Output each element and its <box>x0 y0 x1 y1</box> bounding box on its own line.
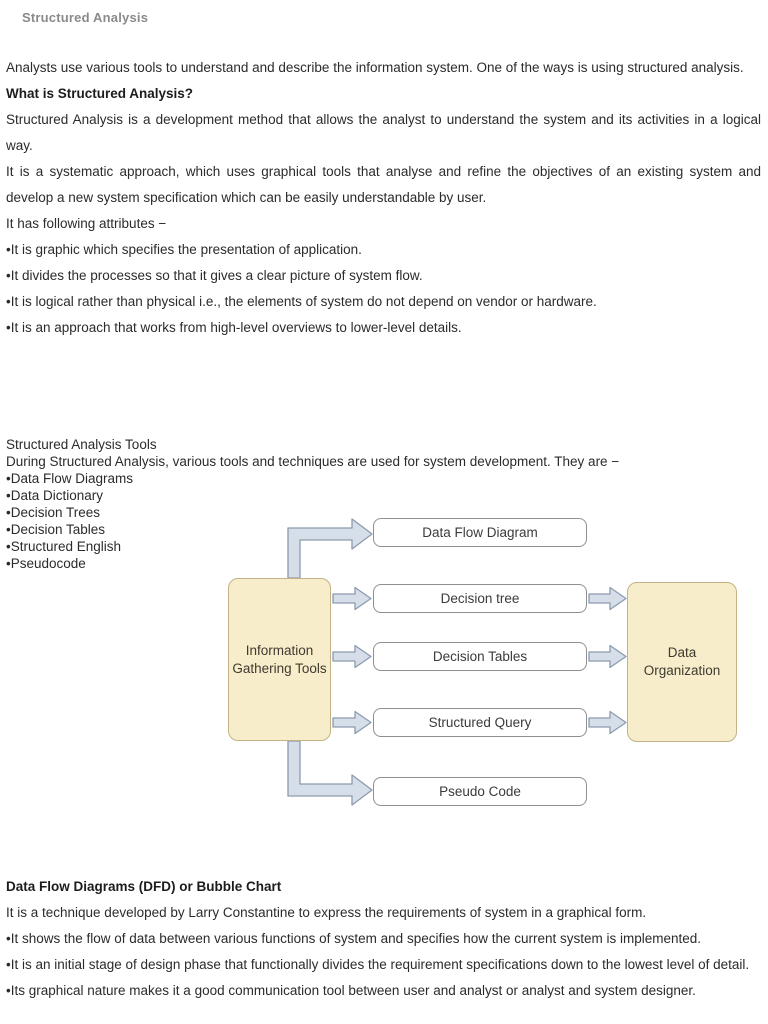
elbow-arrow-bottom-icon <box>287 740 373 806</box>
bullet-item: •It is graphic which specifies the prese… <box>6 242 362 257</box>
box-label: Decision Tables <box>432 649 528 664</box>
box-label: Data Flow Diagram <box>422 525 538 540</box>
paragraph: Analysts use various tools to understand… <box>6 60 744 75</box>
box-label: Pseudo Code <box>439 784 521 799</box>
tool-box-data-flow-diagram: Data Flow Diagram <box>373 518 587 547</box>
box-label: Information Gathering Tools <box>232 642 327 676</box>
dfd-section: Data Flow Diagrams (DFD) or Bubble Chart… <box>6 874 761 1004</box>
data-organization-box: Data Organization <box>627 582 737 742</box>
paragraph: It is a systematic approach, which uses … <box>6 164 761 205</box>
bullet-item: •It is an approach that works from high-… <box>6 320 462 335</box>
bullet-item: •Structured English <box>6 539 122 554</box>
arrow-icon <box>588 710 627 735</box>
bullet-item: •It divides the processes so that it giv… <box>6 268 423 283</box>
bullet-item: •It shows the flow of data between vario… <box>6 931 702 946</box>
section-heading: Data Flow Diagrams (DFD) or Bubble Chart <box>6 879 282 894</box>
bullet-item: •Decision Trees <box>6 505 101 520</box>
bullet-item: •Its graphical nature makes it a good co… <box>6 983 696 998</box>
paragraph: Structured Analysis is a development met… <box>6 112 761 153</box>
bullet-item: •Decision Tables <box>6 522 106 537</box>
paragraph: It has following attributes − <box>6 216 167 231</box>
arrow-icon <box>332 644 372 669</box>
tool-box-decision-tables: Decision Tables <box>373 642 587 671</box>
box-label: Structured Query <box>428 715 532 730</box>
tool-box-decision-tree: Decision tree <box>373 584 587 613</box>
intro-section: Analysts use various tools to understand… <box>6 55 761 341</box>
paragraph: It is a technique developed by Larry Con… <box>6 905 647 920</box>
info-gathering-tools-box: Information Gathering Tools <box>228 578 331 741</box>
bullet-item: •Pseudocode <box>6 556 86 571</box>
bullet-item: •It is logical rather than physical i.e.… <box>6 294 597 309</box>
tool-box-structured-query: Structured Query <box>373 708 587 737</box>
box-label: Data Organization <box>643 645 721 678</box>
page-header-title: Structured Analysis <box>22 10 149 25</box>
section-heading: What is Structured Analysis? <box>6 86 194 101</box>
arrow-icon <box>332 710 372 735</box>
arrow-icon <box>588 586 627 611</box>
bullet-item: •Data Flow Diagrams <box>6 471 134 486</box>
section-heading: Structured Analysis Tools <box>6 437 157 452</box>
paragraph: During Structured Analysis, various tool… <box>6 454 620 469</box>
arrow-icon <box>332 586 372 611</box>
tool-box-pseudo-code: Pseudo Code <box>373 777 587 806</box>
elbow-arrow-top-icon <box>287 518 373 579</box>
box-label: Decision tree <box>440 591 520 606</box>
tools-section: Structured Analysis Tools During Structu… <box>6 436 761 572</box>
bullet-item: •It is an initial stage of design phase … <box>6 957 750 972</box>
arrow-icon <box>588 644 627 669</box>
bullet-item: •Data Dictionary <box>6 488 104 503</box>
structured-analysis-tools-diagram: Information Gathering Tools Data Organiz… <box>0 505 768 840</box>
